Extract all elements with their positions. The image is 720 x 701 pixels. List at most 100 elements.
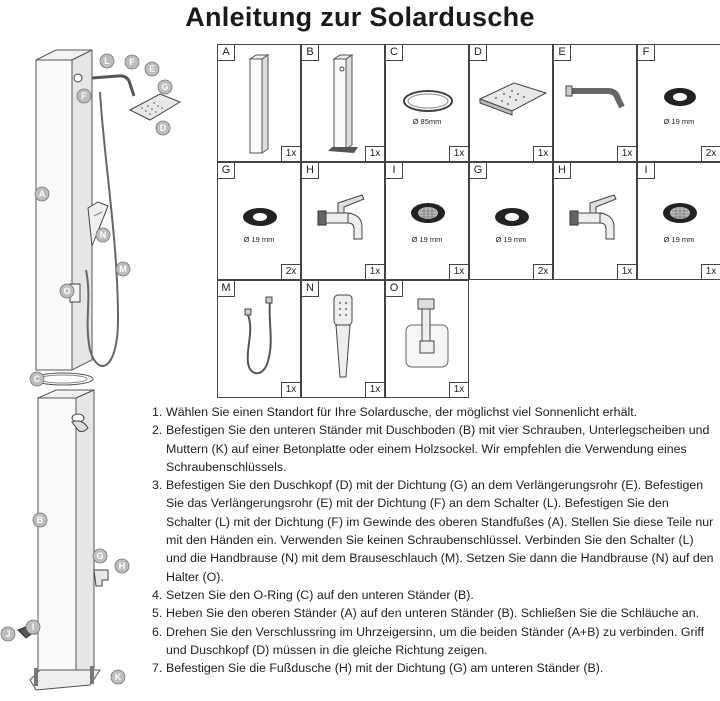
part-dimension: Ø 19 mm [495, 235, 527, 244]
hose-icon [244, 296, 273, 375]
label-J: J [0, 626, 16, 642]
part-qty: 1x [533, 146, 552, 161]
step-text: Befestigen Sie die Fußdusche (H) mit der… [166, 661, 604, 676]
part-letter: B [302, 45, 319, 61]
shower-head-icon [478, 82, 548, 116]
part-cell: F Ø 19 mm 2x [637, 44, 720, 162]
part-letter: N [302, 281, 319, 297]
label-A: A [34, 186, 50, 202]
step-text: Wählen Sie einen Standort für Ihre Solar… [166, 405, 638, 419]
svg-text:N: N [100, 230, 107, 240]
step-text: Befestigen Sie den Duschkopf (D) mit der… [166, 478, 714, 584]
part-letter: G [470, 163, 487, 179]
column-b-icon [328, 54, 358, 153]
part-letter: D [470, 45, 487, 61]
instruction-step: 7. Befestigen Sie die Fußdusche (H) mit … [152, 659, 717, 677]
svg-text:A: A [39, 189, 46, 199]
o-ring-icon [403, 90, 453, 112]
label-B: B [32, 512, 48, 528]
filter-gasket-icon [411, 203, 445, 223]
instruction-step: 3. Befestigen Sie den Duschkopf (D) mit … [152, 476, 717, 586]
part-cell: I Ø 19 mm 1x [637, 162, 720, 280]
instruction-step: 5. Heben Sie den oberen Ständer (A) auf … [152, 604, 717, 622]
part-letter: E [554, 45, 571, 61]
svg-text:B: B [37, 515, 44, 525]
step-number: 7. [152, 661, 163, 676]
tap-icon [317, 194, 365, 240]
part-letter: M [218, 281, 235, 297]
step-number: 2. [152, 423, 163, 438]
part-dimension: Ø 19 mm [663, 117, 695, 126]
label-K: K [110, 669, 126, 685]
svg-text:F: F [129, 57, 135, 67]
filter-gasket-icon [663, 203, 697, 223]
step-number: 3. [152, 478, 163, 493]
part-qty: 1x [701, 264, 720, 279]
part-letter: H [302, 163, 319, 179]
part-letter: I [386, 163, 403, 179]
label-E: E [144, 61, 160, 77]
label-M: M [115, 261, 131, 277]
part-letter: O [386, 281, 403, 297]
part-qty: 2x [281, 264, 300, 279]
part-cell: C Ø 85mm 1x [385, 44, 469, 162]
extension-pipe-icon [565, 85, 625, 109]
part-cell: G Ø 19 mm 2x [469, 162, 553, 280]
svg-text:O: O [63, 286, 70, 296]
instruction-step: 4. Setzen Sie den O-Ring (C) auf den unt… [152, 586, 717, 604]
part-letter: C [386, 45, 403, 61]
step-text: Drehen Sie den Verschlussring im Uhrzeig… [166, 624, 705, 657]
svg-text:C: C [34, 374, 41, 384]
part-qty: 1x [281, 146, 300, 161]
part-qty: 1x [449, 264, 468, 279]
part-dimension: Ø 19 mm [243, 235, 275, 244]
gasket-icon [495, 208, 529, 226]
part-dimension: Ø 19 mm [411, 235, 443, 244]
step-number: 4. [152, 587, 163, 602]
part-qty: 1x [617, 264, 636, 279]
part-qty: 1x [365, 264, 384, 279]
part-qty: 1x [365, 382, 384, 397]
svg-text:H: H [119, 561, 126, 571]
step-text: Setzen Sie den O-Ring (C) auf den untere… [166, 587, 474, 602]
svg-text:M: M [119, 264, 127, 274]
label-H: H [114, 558, 130, 574]
instruction-list: 1. Wählen Sie einen Standort für Ihre So… [152, 403, 717, 677]
label-N: N [95, 227, 111, 243]
label-O: O [59, 283, 75, 299]
upper-column [35, 49, 93, 371]
tap-icon [569, 194, 617, 240]
part-qty: 1x [449, 382, 468, 397]
part-qty: 1x [365, 146, 384, 161]
step-number: 1. [152, 405, 163, 419]
lower-column [37, 389, 95, 679]
step-text: Heben Sie den oberen Ständer (A) auf den… [166, 606, 700, 621]
part-dimension: Ø 85mm [412, 117, 442, 126]
label-G2: G [92, 548, 108, 564]
svg-text:D: D [160, 123, 167, 133]
part-cell: O 1x [385, 280, 469, 398]
part-letter: G [218, 163, 235, 179]
svg-text:K: K [115, 672, 122, 682]
label-I: I [25, 619, 41, 635]
part-letter: F [638, 45, 655, 61]
part-qty: 1x [281, 382, 300, 397]
part-cell: A 1x [217, 44, 301, 162]
part-dimension: Ø 19 mm [663, 235, 695, 244]
part-qty: 2x [701, 146, 720, 161]
instruction-step: 2. Befestigen Sie den unteren Ständer mi… [152, 421, 717, 476]
assembly-illustration: A B C D E F G L M N O G H J I K F [0, 49, 182, 691]
step-number: 5. [152, 606, 163, 621]
svg-text:L: L [104, 56, 110, 66]
svg-text:I: I [32, 622, 35, 632]
part-cell: H 1x [301, 162, 385, 280]
label-L: L [99, 53, 115, 69]
label-G: G [157, 79, 173, 95]
part-letter: I [638, 163, 655, 179]
instruction-step: 1. Wählen Sie einen Standort für Ihre So… [152, 403, 717, 421]
gasket-icon [243, 208, 277, 226]
column-a-icon [248, 54, 270, 154]
svg-text:G: G [96, 551, 103, 561]
holder-icon [405, 298, 449, 368]
part-cell: G Ø 19 mm 2x [217, 162, 301, 280]
